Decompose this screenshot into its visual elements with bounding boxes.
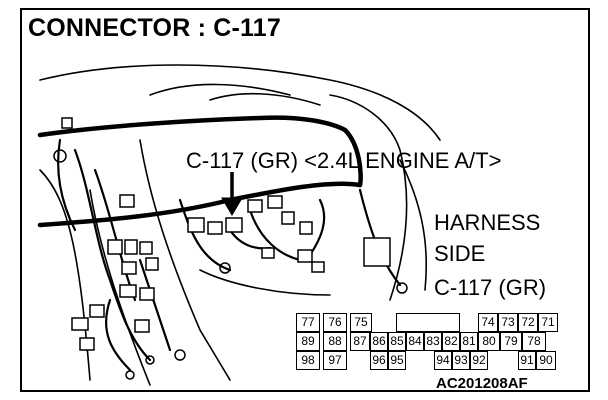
connector-title: CONNECTOR : C-117 (28, 14, 281, 42)
branch-wire-1 (73, 148, 152, 362)
pin-78: 78 (522, 332, 546, 351)
harness-side-label-line2: SIDE (434, 241, 486, 266)
dash-inner-curve (149, 83, 291, 96)
branch-wire-10 (228, 228, 272, 250)
connector-shape (119, 284, 137, 298)
pin-90: 90 (536, 351, 556, 370)
pin-92: 92 (470, 351, 488, 370)
pin-81: 81 (460, 332, 478, 351)
connector-shape (299, 221, 313, 235)
connector-shape (207, 221, 223, 235)
diagram-frame (20, 8, 590, 392)
dash-left-curve (89, 189, 151, 386)
pin-94: 94 (434, 351, 452, 370)
branch-wire-2 (93, 168, 137, 302)
harness-side-label-line1: HARNESS (434, 210, 541, 235)
connector-shape (311, 261, 325, 273)
harness-drop-right (342, 127, 363, 188)
pin-88: 88 (323, 332, 347, 351)
connector-shape (187, 217, 205, 233)
pin-98: 98 (296, 351, 320, 370)
pin-83: 83 (424, 332, 442, 351)
connector-shape (281, 211, 295, 225)
connector-shape (61, 117, 73, 129)
pin-73: 73 (498, 313, 518, 332)
branch-wire-8 (138, 258, 172, 352)
connector-shape (139, 241, 153, 255)
pin-82: 82 (442, 332, 460, 351)
harness-side-label-line3: C-117 (GR) (434, 275, 547, 300)
grommet-shape (174, 349, 186, 361)
connector-shape (71, 317, 89, 331)
pin-89: 89 (296, 332, 320, 351)
pin-74: 74 (478, 313, 498, 332)
pin-76: 76 (323, 313, 347, 332)
pin-72: 72 (518, 313, 538, 332)
branch-wire-5 (248, 208, 302, 262)
figure-code: AC201208AF (436, 375, 528, 392)
dash-right-panel (329, 94, 408, 301)
connector-shape (267, 195, 283, 209)
pin-91: 91 (518, 351, 536, 370)
branch-wire-3 (57, 138, 77, 232)
connector-shape (247, 199, 263, 213)
pin-96: 96 (370, 351, 388, 370)
branch-wire-4 (178, 198, 232, 272)
dash-top-outline (39, 64, 441, 141)
pin-97: 97 (323, 351, 347, 370)
branch-wire-9 (105, 298, 132, 372)
dash-right-edge (399, 159, 428, 291)
connector-shape (261, 247, 275, 259)
pin-87: 87 (350, 332, 370, 351)
relay-box-shape (363, 237, 391, 267)
pin-85: 85 (388, 332, 406, 351)
connector-pin-layout: 77 76 75 74 73 72 71 89 88 87 86 85 84 8… (292, 312, 558, 370)
connector-shape (124, 239, 138, 255)
pin-79: 79 (500, 332, 522, 351)
pin-80: 80 (478, 332, 500, 351)
connector-shape (79, 337, 95, 351)
connector-shape (89, 304, 105, 318)
ground-terminal-shape (396, 282, 408, 294)
grommet-shape (53, 149, 67, 163)
connector-shape (145, 257, 159, 271)
callout-arrow-head (221, 197, 243, 216)
grommet-shape (145, 355, 155, 365)
connector-shape (121, 261, 137, 275)
pin-71: 71 (538, 313, 558, 332)
pin-84: 84 (406, 332, 424, 351)
connector-shape (119, 194, 135, 208)
connector-shape (139, 287, 155, 301)
key-slot (396, 313, 460, 332)
grommet-shape (219, 262, 231, 274)
pin-77: 77 (296, 313, 320, 332)
pin-93: 93 (452, 351, 470, 370)
connector-callout-label: C-117 (GR) <2.4L ENGINE A/T> (186, 148, 502, 173)
main-harness-top (37, 115, 348, 138)
pin-75: 75 (350, 313, 372, 332)
connector-shape (297, 249, 313, 263)
connector-shape (225, 217, 243, 233)
pin-86: 86 (370, 332, 388, 351)
dash-center-line (199, 269, 331, 296)
dash-lower-curve (139, 139, 231, 381)
pin-95: 95 (388, 351, 406, 370)
grommet-shape (125, 370, 135, 380)
connector-shape (107, 239, 123, 255)
connector-shape (134, 319, 150, 333)
dash-inner-curve-2 (209, 92, 321, 106)
